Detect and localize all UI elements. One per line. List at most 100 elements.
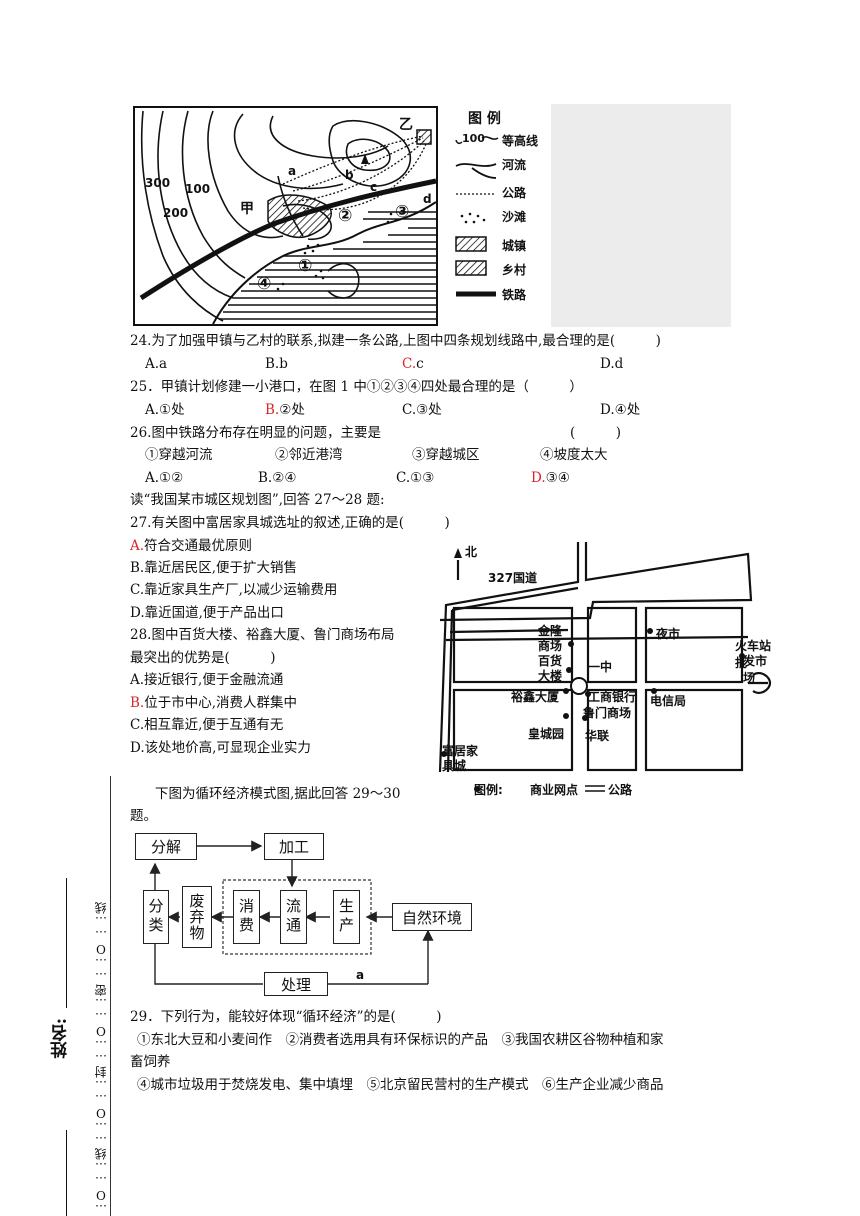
q26-item-2: ②邻近港湾 — [275, 447, 343, 463]
option-letter: A. — [130, 672, 145, 688]
icbc-label: 工商银行 — [588, 690, 637, 704]
baihuo-label-2: 大楼 — [538, 669, 563, 683]
village-label-yi: 乙 — [399, 117, 413, 133]
option-letter: D. — [600, 356, 615, 372]
huangcheng-label: 皇城园 — [528, 727, 565, 741]
option-letter: B. — [130, 560, 145, 576]
fuju-label-1: 富居家 — [442, 744, 479, 758]
yizhong-label: 一中 — [588, 660, 613, 674]
legend-item-railway: 铁路 — [502, 288, 527, 302]
site-label-2: ② — [338, 206, 353, 226]
q28-option-b: B.位于市中心,消费人群集中 — [130, 692, 297, 714]
option-letter: B. — [258, 470, 273, 486]
box-shengchan: 生产 — [333, 890, 360, 944]
option-text: 接近银行,便于金融流通 — [144, 672, 284, 688]
option-text: c — [416, 356, 424, 372]
q24-option-c: C.c — [402, 353, 424, 375]
option-letter-answer: C. — [402, 356, 417, 372]
q28-option-d: D.该处地价高,可显现企业实力 — [130, 737, 311, 759]
q27-option-d: D.靠近国道,便于产品出口 — [130, 602, 284, 624]
legend-item-contour: 等高线 — [502, 134, 539, 148]
flow-label-a: a — [356, 968, 365, 982]
box-jiagong: 加工 — [264, 833, 324, 860]
q26-item-4: ④坡度太大 — [540, 447, 608, 463]
legend-item-river: 河流 — [502, 158, 527, 172]
q26-paren: ( ) — [570, 425, 622, 441]
binding-rule — [110, 776, 111, 1216]
legend-title-label: 图例: — [474, 783, 503, 797]
site-label-4: ④ — [257, 274, 272, 294]
gray-panel — [551, 104, 731, 327]
option-letter: A. — [145, 402, 160, 418]
legend-contour-sample: 100 — [462, 132, 485, 145]
route-label-c: c — [370, 180, 378, 194]
box-chuli: 处理 — [264, 972, 328, 996]
option-text: ①② — [159, 470, 184, 486]
option-text: ③处 — [416, 402, 442, 418]
option-letter: C. — [130, 582, 145, 598]
option-text: 该处地价高,可显现企业实力 — [144, 740, 311, 756]
q27-option-b: B.靠近居民区,便于扩大销售 — [130, 557, 297, 579]
option-text: ①③ — [410, 470, 435, 486]
option-text: ②处 — [279, 402, 305, 418]
option-text: ④处 — [614, 402, 641, 418]
q24-option-b: B.b — [265, 353, 288, 375]
q24-stem: 24.为了加强甲镇与乙村的联系,拟建一条公路,上图中四条规划线路中,最合理的是(… — [130, 333, 661, 349]
q27-option-a: A.符合交通最优原则 — [130, 535, 252, 557]
route-label-b: b — [345, 168, 354, 182]
site-label-3: ③ — [395, 202, 410, 222]
name-label: 姓名: — [51, 1018, 71, 1059]
contour-label-200: 200 — [163, 206, 189, 220]
name-underline-top — [66, 878, 67, 1008]
q28-option-a: A.接近银行,便于金融流通 — [130, 669, 283, 691]
seal-text: …O……线……O……封……O……密……O……线 — [94, 902, 108, 1216]
legend-item-beach: 沙滩 — [502, 210, 527, 224]
option-text: a — [159, 356, 168, 372]
intro-27-28: 读“我国某市城区规划图”,回答 27～28 题: — [130, 492, 385, 508]
city-map-graphic — [438, 542, 772, 792]
option-letter: A. — [145, 356, 160, 372]
option-text: b — [279, 356, 288, 372]
q27-stem: 27.有关图中富居家具城选址的叙述,正确的是( ) — [130, 515, 450, 531]
legend-point-label: 商业网点 — [530, 783, 579, 797]
fuju-label-2: 具城 — [442, 759, 467, 773]
box-feiqiwu: 废弃物 — [182, 886, 212, 948]
lumen-label: 鲁门商场 — [583, 706, 632, 720]
option-text: ②④ — [272, 470, 297, 486]
q25-option-c: C.③处 — [402, 399, 442, 421]
q25-option-d: D.④处 — [600, 399, 640, 421]
legend-symbols — [455, 136, 499, 297]
legend-title: 图 例 — [468, 111, 501, 127]
option-letter: A. — [145, 470, 160, 486]
q29-stem: 29．下列行为，能较好体现“循环经济”的是( ) — [130, 1009, 442, 1025]
route-label-d: d — [423, 192, 432, 206]
route-label-a: a — [288, 164, 297, 178]
dianxin-label: 电信局 — [650, 694, 687, 708]
q26-option-a: A.①② — [145, 467, 183, 489]
yeshi-label: 夜市 — [656, 627, 681, 641]
option-letter-answer: A. — [130, 538, 145, 554]
q29-line1: ①东北大豆和小麦间作 ②消费者选用具有环保标识的产品 ③我国农耕区谷物种植和家 — [137, 1032, 664, 1048]
q26-option-c: C.①③ — [396, 467, 434, 489]
q29-line2: 畜饲养 — [130, 1054, 171, 1070]
option-text: 靠近家具生产厂,以减少运输费用 — [144, 582, 338, 598]
binding-seal-line: …O……线……O……封……O……密……O……线 — [92, 870, 108, 1216]
q27-option-c: C.靠近家具生产厂,以减少运输费用 — [130, 579, 337, 601]
option-letter: C. — [402, 402, 417, 418]
contour-label-100: 100 — [185, 182, 211, 196]
q26-item-3: ③穿越城区 — [412, 447, 480, 463]
legend-item-town: 城镇 — [502, 239, 527, 253]
jinlong-label-2: 商场 — [538, 639, 563, 653]
name-underline-bottom — [66, 1130, 67, 1216]
option-text: 符合交通最优原则 — [144, 538, 253, 554]
town-label-jia: 甲 — [240, 201, 254, 217]
option-letter: D. — [130, 605, 145, 621]
legend-item-road: 公路 — [502, 186, 527, 200]
option-letter-answer: B. — [130, 695, 145, 711]
option-text: 靠近居民区,便于扩大销售 — [144, 560, 298, 576]
option-text: 位于市中心,消费人群集中 — [144, 695, 298, 711]
q26-option-b: B.②④ — [258, 467, 296, 489]
box-fenlei: 分类 — [143, 890, 169, 944]
flow-arrows — [149, 840, 434, 985]
yuxin-label: 裕鑫大厦 — [511, 690, 560, 704]
